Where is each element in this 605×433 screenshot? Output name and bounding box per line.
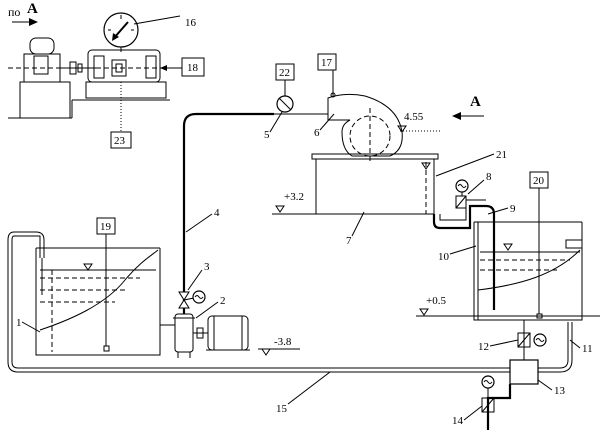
label-20: 20: [533, 175, 545, 187]
label-1: 1: [16, 317, 22, 329]
label-22: 22: [279, 67, 290, 79]
label-10: 10: [438, 251, 450, 263]
level-right-floor: +0.5: [426, 295, 446, 307]
arrow-letter: A: [470, 94, 481, 110]
riser-pipe: 3 4: [178, 112, 274, 314]
dynamometer-base: [85, 81, 167, 99]
boxed-labels: 16 17 18 19 20 22 23: [96, 17, 549, 235]
inset-view-a: по A: [8, 1, 182, 132]
drain-assembly: 12 11 13 14: [452, 320, 593, 430]
upper-tank: +3.2 7 21: [272, 149, 507, 247]
label-14: 14: [452, 415, 464, 427]
direction-arrow-icon: [452, 112, 484, 120]
label-21: 21: [496, 149, 507, 161]
measuring-tank: +0.5 10: [416, 188, 600, 321]
label-18: 18: [187, 62, 199, 74]
force-arrow-icon: [160, 65, 182, 71]
label-13: 13: [554, 385, 566, 397]
label-2: 2: [220, 295, 226, 307]
label-9: 9: [510, 203, 516, 215]
label-11: 11: [582, 343, 593, 355]
label-23: 23: [114, 135, 126, 147]
dial-gauge-icon: [103, 12, 139, 52]
view-arrow-icon: [12, 18, 38, 26]
label-5: 5: [264, 129, 270, 141]
view-label-letter: A: [27, 1, 38, 17]
label-17: 17: [321, 57, 333, 69]
label-6: 6: [314, 127, 320, 139]
drain-line: 8 9: [432, 171, 516, 310]
label-19: 19: [100, 221, 112, 233]
motor-base-left: [19, 81, 71, 119]
label-4: 4: [214, 207, 220, 219]
view-label-prefix: по: [8, 5, 20, 19]
turbine: 6 4.55 A: [314, 70, 484, 162]
level-upper-floor: +3.2: [284, 191, 304, 203]
label-12: 12: [478, 341, 489, 353]
pump-unit: 2 -3.8: [160, 295, 300, 358]
label-7: 7: [346, 235, 352, 247]
label-15: 15: [276, 403, 288, 415]
level-pump: -3.8: [274, 336, 292, 348]
flow-meter: 5: [264, 80, 328, 141]
dynamometer-body: [87, 49, 161, 83]
motor-top: [29, 37, 55, 55]
supply-tank: 1: [16, 234, 161, 356]
label-8: 8: [486, 171, 492, 183]
level-top: 4.55: [404, 111, 424, 123]
label-16: 16: [185, 17, 197, 29]
label-3: 3: [204, 261, 210, 273]
